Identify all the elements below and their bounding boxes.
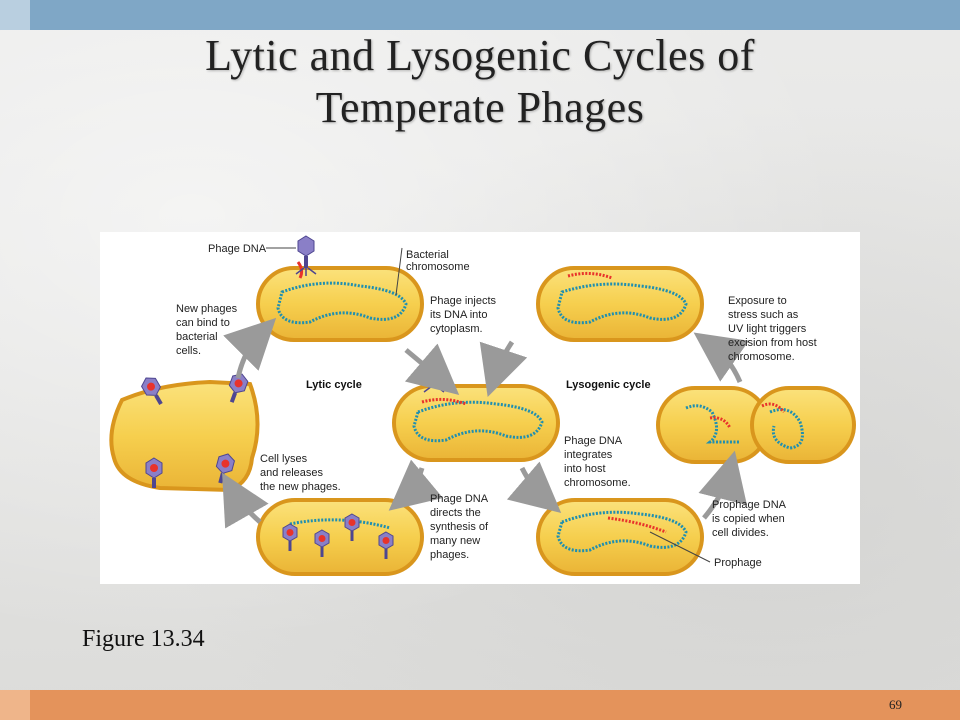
title-line-2: Temperate Phages [315, 83, 645, 132]
cell-prophage [536, 498, 704, 576]
phage-icon [295, 235, 317, 276]
bacterial-chromosome [685, 404, 804, 450]
arrow-center-to-synthesis [388, 459, 444, 511]
phage-icon [215, 453, 235, 484]
phage-icon [228, 373, 249, 403]
cell-dividing [656, 386, 856, 464]
bacterial-chromosome [289, 518, 391, 530]
lysogenic-cycle-label: Lysogenic cycle [566, 379, 651, 391]
arrow-excision-to-center [479, 340, 528, 397]
bottom-accent-bar [0, 690, 960, 720]
label-cell-lyses: Cell lyses and releases the new phages. [260, 453, 341, 493]
cycle-arrows [222, 317, 749, 529]
prophage-segment [709, 402, 786, 429]
arrow-center-to-prophage [506, 461, 562, 514]
leader-bacterial-chromosome [395, 247, 403, 296]
label-exposure-to-stress: Exposure to stress such as UV light trig… [728, 295, 820, 363]
top-accent-bar [0, 0, 960, 30]
cell-lysed [109, 379, 260, 493]
top-bar-corner [0, 0, 30, 30]
leader-prophage [649, 531, 711, 563]
label-new-phages-bind: New phages can bind to bacterial cells. [176, 303, 240, 357]
label-phage-dna-integrates: Phage DNA integrates into host chromosom… [564, 435, 631, 489]
arrow-synthesis-to-lysis [222, 472, 269, 529]
prophage-segment [607, 516, 667, 534]
title-line-1: Lytic and Lysogenic Cycles of [205, 31, 755, 80]
phage-dna-segment [567, 271, 613, 280]
lytic-cycle-label: Lytic cycle [306, 379, 362, 391]
phage-icon [145, 457, 163, 488]
diagram-canvas: Phage DNA Bacterial chromosome Phage inj… [109, 235, 856, 576]
label-phage-dna-directs: Phage DNA directs the synthesis of many … [430, 493, 491, 561]
label-bacterial-chromosome: Bacterial chromosome [406, 249, 470, 273]
phage-icon [141, 377, 163, 405]
arrow-division-to-excision [693, 332, 749, 383]
bacterial-chromosome [412, 400, 544, 443]
cell-infection [256, 266, 424, 342]
arrow-lysis-to-infection [223, 317, 277, 379]
label-phage-dna: Phage DNA [208, 243, 267, 255]
arrow-inject-to-center [404, 343, 460, 396]
phage-icon [344, 513, 360, 541]
phage-icon [282, 523, 298, 551]
bacterial-chromosome [276, 281, 408, 325]
phage-icon [314, 529, 330, 557]
phage-icon [378, 531, 394, 559]
phage-cycle-diagram: Phage DNA Bacterial chromosome Phage inj… [100, 232, 860, 584]
bacterial-chromosome [556, 510, 688, 553]
page-number: 69 [889, 697, 902, 712]
label-prophage-copied: Prophage DNA is copied when cell divides… [712, 499, 788, 539]
phage-dna-segment [421, 397, 467, 406]
bottom-bar-corner [0, 690, 30, 720]
label-phage-injects: Phage injects its DNA into cytoplasm. [430, 295, 499, 335]
cell-excision [536, 266, 704, 342]
cell-new-phages [256, 498, 424, 576]
bacterial-chromosome [556, 282, 688, 325]
slide-title: Lytic and Lysogenic Cycles of Temperate … [90, 30, 870, 134]
cell-center [392, 384, 560, 462]
label-prophage: Prophage [714, 557, 762, 569]
arrow-prophage-to-division [698, 450, 747, 520]
figure-caption: Figure 13.34 [82, 626, 205, 652]
